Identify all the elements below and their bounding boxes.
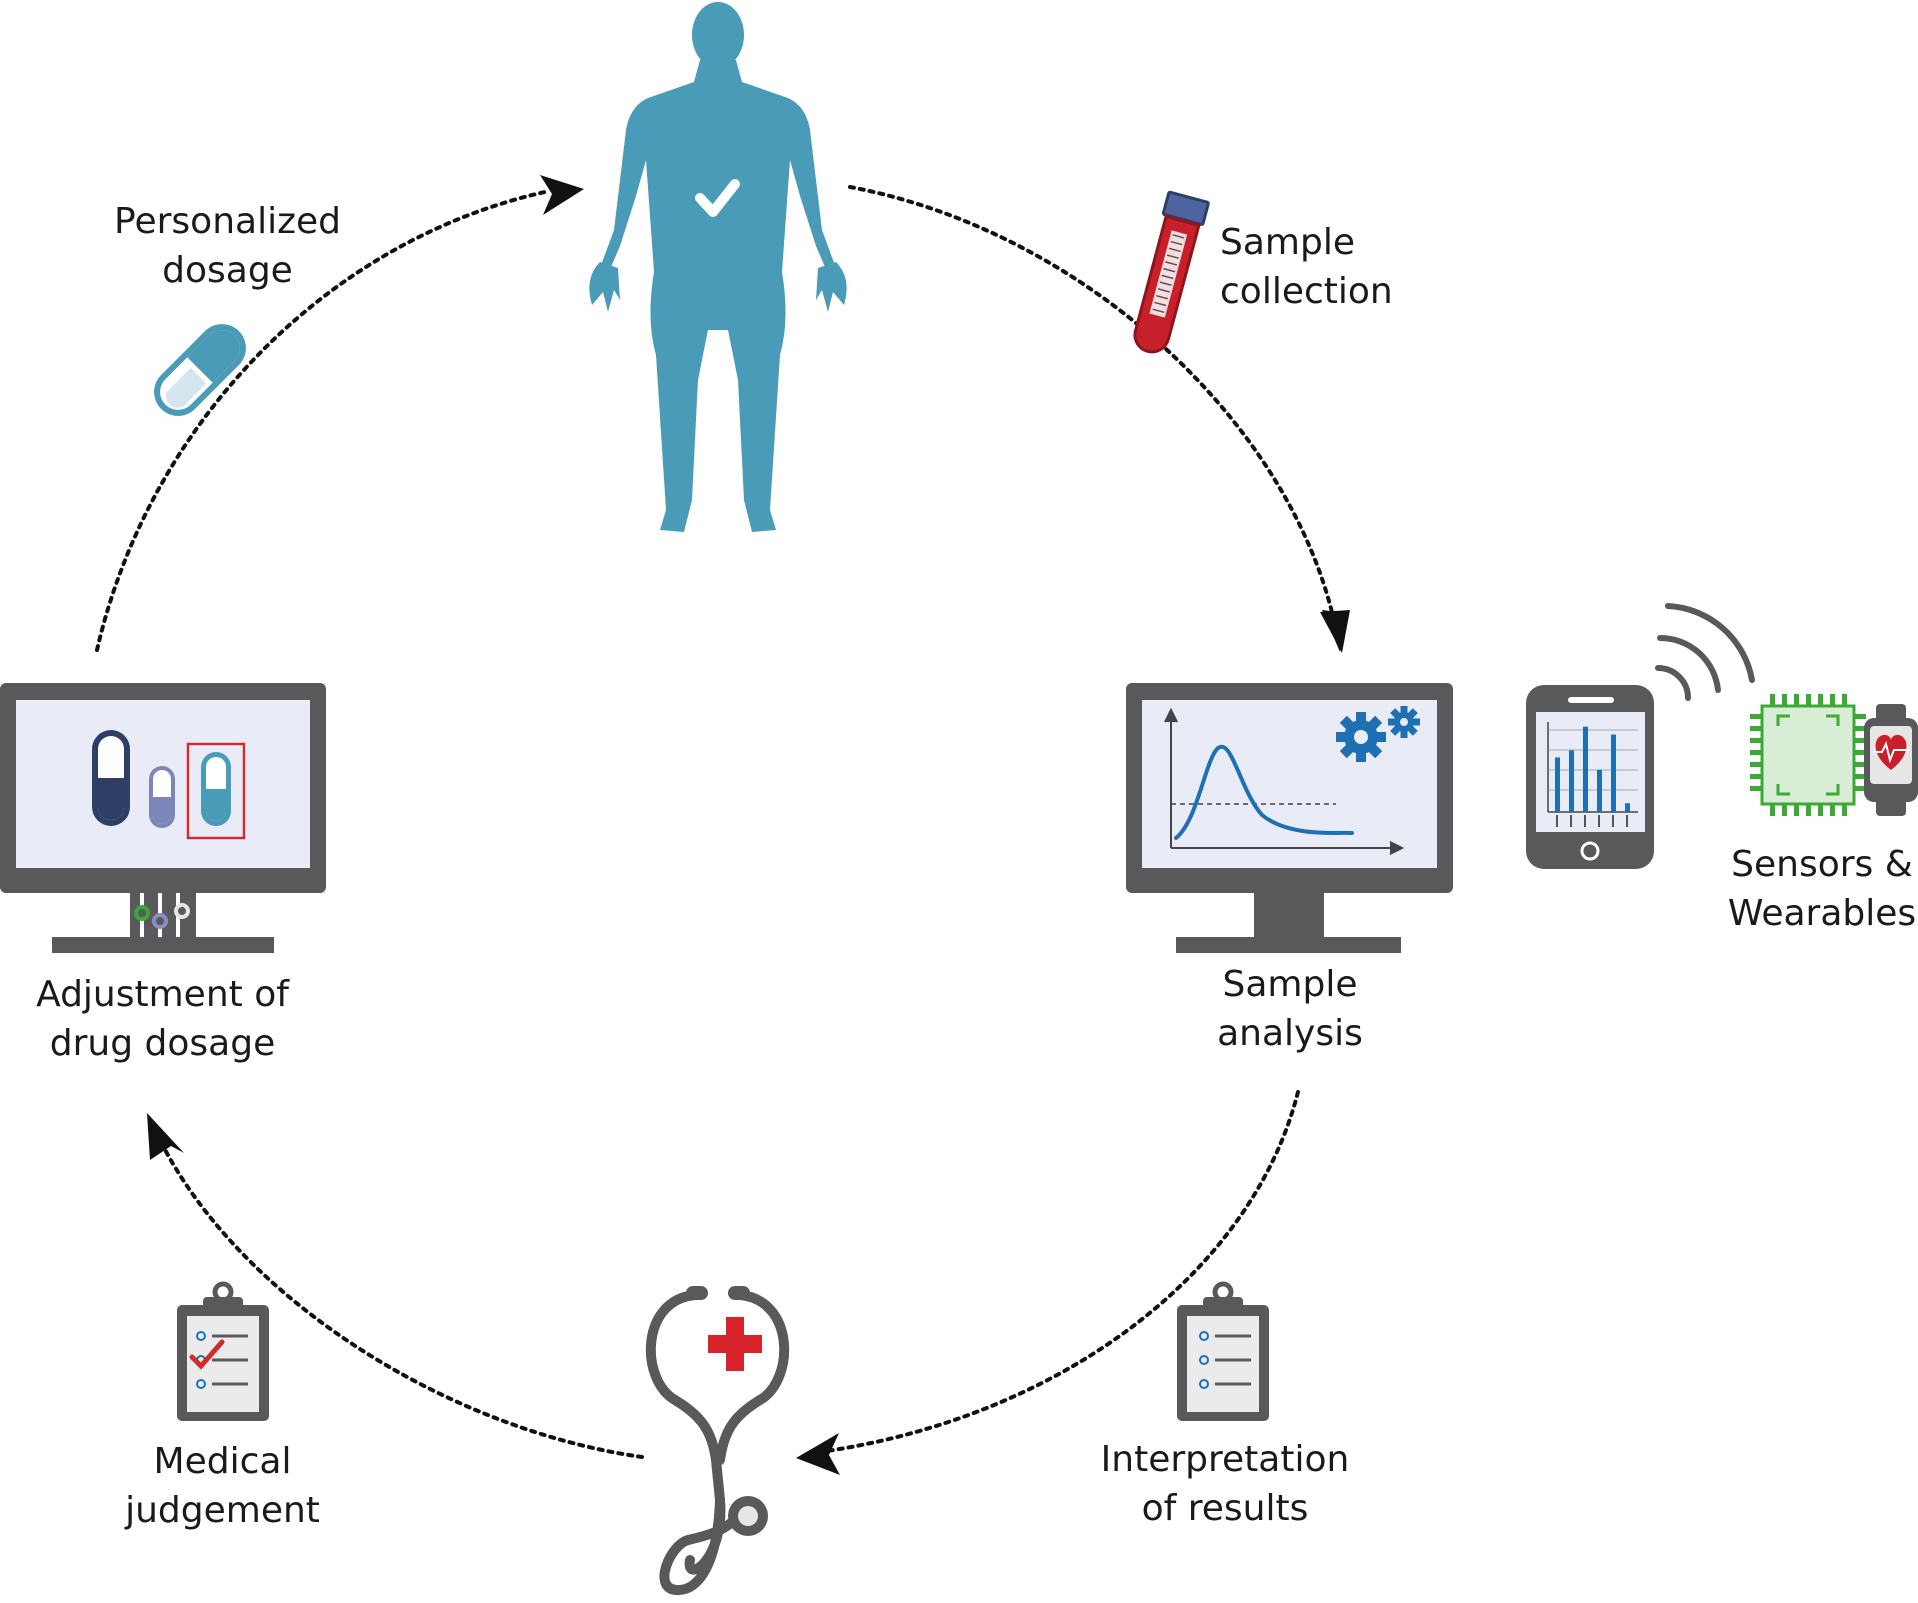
check-mark-icon bbox=[695, 179, 740, 217]
gears-icon bbox=[1336, 706, 1420, 762]
phone-bar bbox=[1555, 757, 1560, 812]
personalized-line1: Personalized bbox=[114, 201, 341, 242]
arrowheads bbox=[147, 175, 1350, 1475]
sensors-line2: Wearables bbox=[1727, 893, 1917, 934]
phone-bar bbox=[1583, 726, 1588, 812]
phone-bar bbox=[1625, 803, 1630, 812]
interpretation-line1: Interpretation bbox=[1100, 1439, 1350, 1480]
red-cross-icon bbox=[708, 1317, 762, 1371]
capsule-small-icon bbox=[149, 766, 175, 828]
phone-bar bbox=[1569, 750, 1574, 812]
label-adjustment-of-drug-dosage: Adjustment of drug dosage bbox=[20, 970, 305, 1068]
clipboard-checked-icon bbox=[177, 1281, 269, 1421]
arrow-adjustment-to-body bbox=[95, 190, 547, 652]
clipboard-icon bbox=[1177, 1281, 1269, 1421]
human-body-figure bbox=[589, 2, 847, 532]
smartphone-icon bbox=[1526, 685, 1654, 869]
capsule-selected-icon bbox=[201, 752, 231, 826]
sample-analysis-line2: analysis bbox=[1217, 1013, 1363, 1054]
medical-line1: Medical bbox=[153, 1441, 292, 1482]
sample-analysis-line1: Sample bbox=[1222, 964, 1358, 1005]
arrow-stethoscope-to-adjustment bbox=[158, 1138, 644, 1459]
capsule-large-icon bbox=[92, 730, 130, 826]
sensors-line1: Sensors & bbox=[1731, 844, 1913, 885]
arrowhead-stethoscope bbox=[796, 1433, 840, 1475]
smartwatch-icon bbox=[1864, 704, 1918, 816]
capsule-pill-icon bbox=[154, 324, 246, 416]
arrow-analysis-to-stethoscope bbox=[818, 1090, 1300, 1454]
stethoscope-icon bbox=[645, 1286, 790, 1596]
red-check-icon bbox=[189, 1339, 225, 1370]
arrowhead-body bbox=[540, 175, 584, 215]
green-knob-icon bbox=[134, 905, 150, 921]
test-tube-icon bbox=[1133, 190, 1210, 354]
adjustment-line2: drug dosage bbox=[49, 1023, 276, 1064]
phone-bar-chart bbox=[1555, 726, 1630, 812]
adjustment-line1: Adjustment of bbox=[36, 974, 289, 1015]
sample-collection-line2: collection bbox=[1220, 271, 1393, 312]
white-knob-icon bbox=[174, 903, 190, 919]
medical-line2: judgement bbox=[125, 1490, 320, 1531]
adjustment-monitor bbox=[0, 683, 326, 953]
label-medical-judgement: Medical judgement bbox=[100, 1437, 345, 1535]
purple-knob-icon bbox=[152, 913, 168, 929]
microchip-icon bbox=[1750, 694, 1866, 816]
label-sample-analysis: Sample analysis bbox=[1180, 960, 1400, 1058]
sample-collection-line1: Sample bbox=[1220, 222, 1355, 263]
selection-highlight-box bbox=[186, 742, 246, 840]
arrowhead-adjustment bbox=[147, 1113, 184, 1160]
label-sample-collection: Sample collection bbox=[1220, 218, 1393, 316]
concentration-curve bbox=[1174, 744, 1354, 840]
arrowhead-analysis bbox=[1320, 610, 1350, 653]
phone-bar bbox=[1611, 734, 1616, 812]
label-personalized-dosage: Personalized dosage bbox=[95, 197, 360, 295]
wireless-signal-icon bbox=[1655, 603, 1755, 701]
label-sensors-wearables: Sensors & Wearables bbox=[1727, 840, 1917, 938]
personalized-line2: dosage bbox=[162, 250, 293, 291]
interpretation-line2: of results bbox=[1141, 1488, 1309, 1529]
analysis-monitor bbox=[1126, 683, 1453, 953]
label-interpretation-of-results: Interpretation of results bbox=[1090, 1435, 1360, 1533]
phone-bar bbox=[1597, 769, 1602, 812]
